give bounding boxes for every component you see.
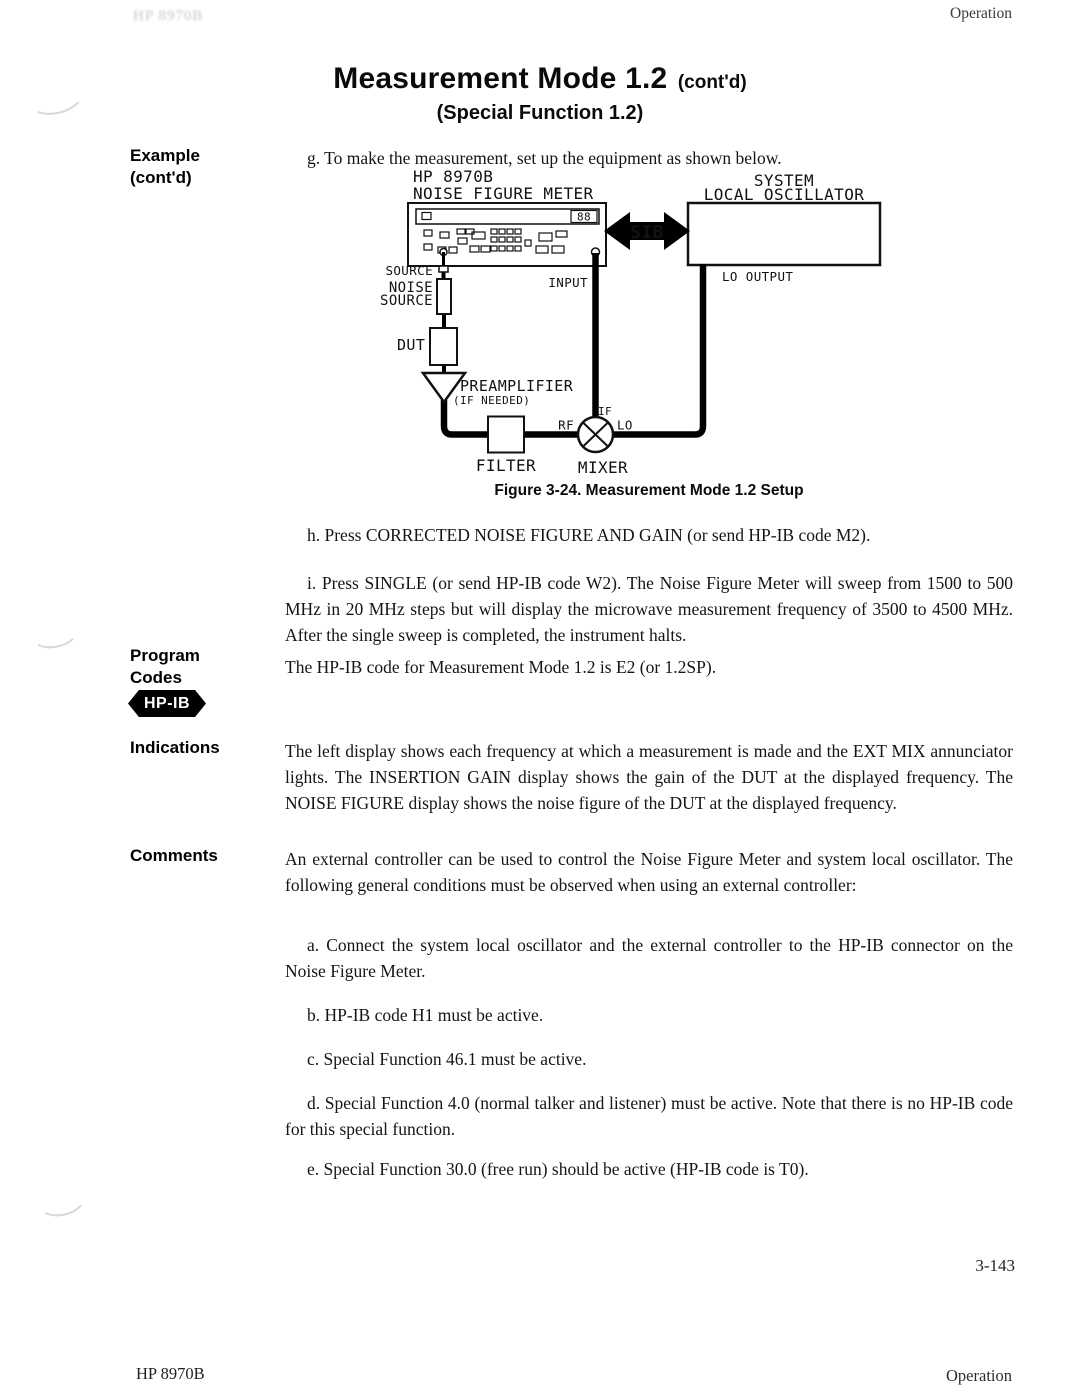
source-port-label: SOURCE <box>385 263 433 278</box>
footer-section: Operation <box>946 1366 1012 1385</box>
noise-source-label-1: NOISE <box>389 280 433 296</box>
filter-label: FILTER <box>476 456 536 475</box>
page-number: 3-143 <box>975 1256 1015 1275</box>
rf-port-label: RF <box>558 418 574 433</box>
preamplifier-label: PREAMPLIFIER <box>460 377 574 395</box>
lo-output-label: LO OUTPUT <box>722 269 793 284</box>
sidebar-label-example-contd: (cont'd) <box>130 168 192 187</box>
mixer-symbol <box>576 415 615 454</box>
noise-source-label-2: SOURCE <box>380 293 433 309</box>
page-title-main: Measurement Mode 1.2 <box>333 62 668 95</box>
dut-label: DUT <box>397 336 425 354</box>
noise-figure-meter-panel: 88 <box>407 202 607 267</box>
lo-port-label: LO <box>617 418 633 433</box>
comments-item-e: e. Special Function 30.0 (free run) shou… <box>307 1159 809 1179</box>
sidebar-label-codes: Codes <box>130 668 182 687</box>
nfm-title-line1: HP 8970B <box>413 167 493 186</box>
step-h-text: h. Press CORRECTED NOISE FIGURE AND GAIN… <box>307 525 871 545</box>
step-g-text: g. To make the measurement, set up the e… <box>307 148 782 168</box>
sidebar-label-program: Program <box>130 646 200 665</box>
nfm-title-line2: NOISE FIGURE METER <box>413 184 594 203</box>
preamplifier-note: (IF NEEDED) <box>453 394 530 407</box>
comments-item-c: c. Special Function 46.1 must be active. <box>307 1049 587 1069</box>
mixer-label: MIXER <box>578 458 628 477</box>
sib-bus-arrow: SIB <box>604 212 690 250</box>
comments-item-d: d. Special Function 4.0 (normal talker a… <box>285 1093 1013 1139</box>
preamplifier-triangle <box>420 371 468 405</box>
dut-box <box>429 327 458 366</box>
header-section-label: Operation <box>950 5 1012 22</box>
input-port-label: INPUT <box>548 275 588 290</box>
page-subtitle: (Special Function 1.2) <box>436 102 644 124</box>
figure-caption: Figure 3-24. Measurement Mode 1.2 Setup <box>494 482 804 499</box>
system-local-oscillator-box <box>686 201 882 267</box>
step-i-text: i. Press SINGLE (or send HP-IB code W2).… <box>285 573 1013 645</box>
source-connector-tab <box>438 265 449 273</box>
hpib-badge: HP-IB <box>128 690 206 717</box>
sib-label: SIB <box>630 222 664 243</box>
signal-lines <box>440 252 707 438</box>
comments-intro-text: An external controller can be used to co… <box>285 849 1013 895</box>
header-model-faded: HP 8970B <box>133 8 204 24</box>
lo-title-line1: SYSTEM <box>754 171 814 190</box>
footer-model: HP 8970B <box>136 1364 205 1383</box>
noise-source-box <box>436 278 452 315</box>
comments-item-a: a. Connect the system local oscillator a… <box>285 935 1013 981</box>
if-port-label: IF <box>598 405 612 418</box>
panel-display-digits: 88 <box>577 211 591 224</box>
program-codes-text: The HP-IB code for Measurement Mode 1.2 … <box>285 657 717 677</box>
indications-text: The left display shows each frequency at… <box>285 741 1013 813</box>
filter-box <box>487 415 525 454</box>
page-title: Measurement Mode 1.2 (cont'd) <box>0 62 1080 96</box>
page-title-contd: (cont'd) <box>677 72 747 93</box>
comments-item-b: b. HP-IB code H1 must be active. <box>307 1005 544 1025</box>
sidebar-label-indications: Indications <box>130 738 220 757</box>
lo-title-line2: LOCAL OSCILLATOR <box>704 185 865 204</box>
sidebar-label-example: Example <box>130 146 200 165</box>
sidebar-label-comments: Comments <box>130 846 218 865</box>
